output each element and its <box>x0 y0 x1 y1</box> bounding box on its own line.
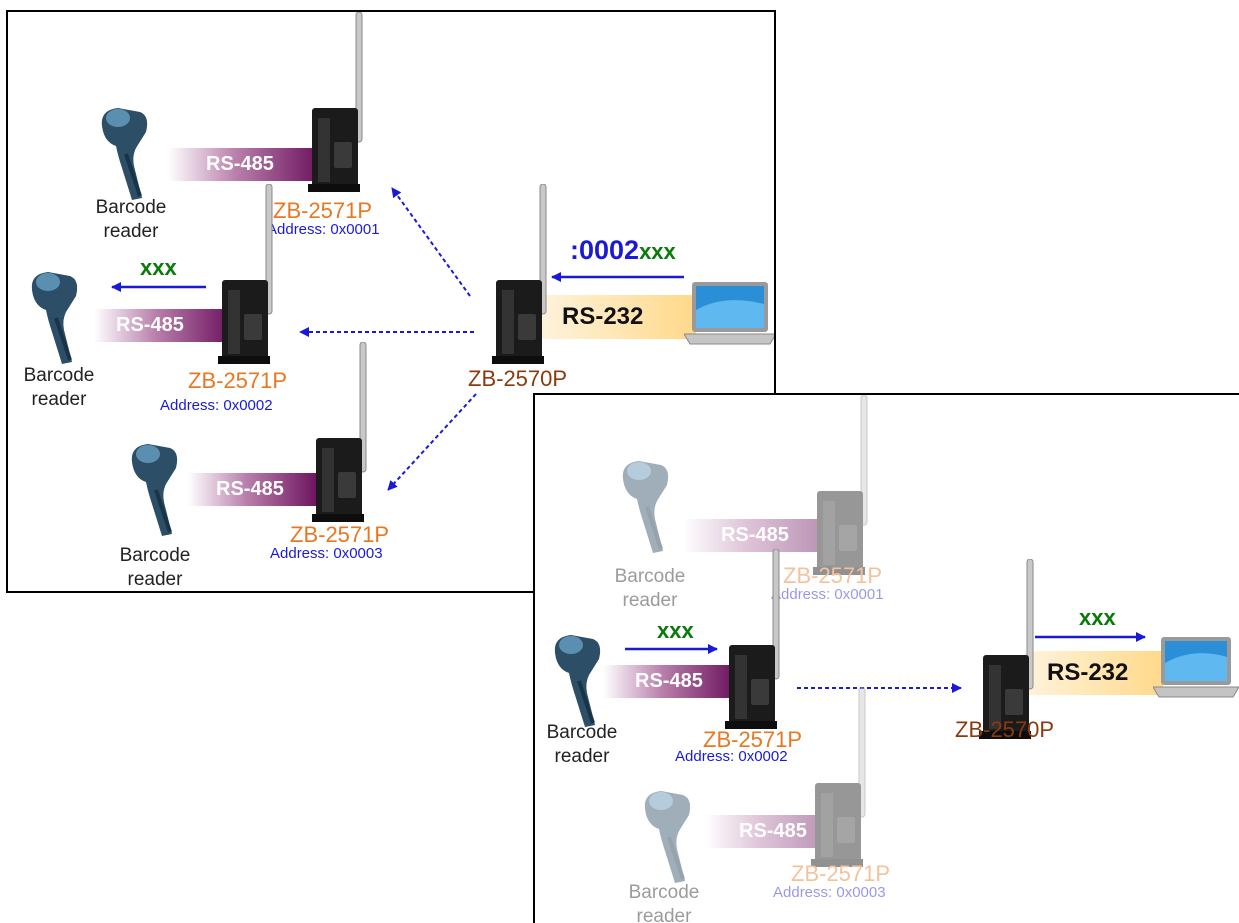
rs485-bus-node-3: RS-485 <box>705 815 823 848</box>
wireless-link-to-node-1 <box>391 187 471 297</box>
barcode-scanner-icon <box>126 440 184 545</box>
barcode-scanner-icon <box>96 104 154 209</box>
node-1-model: ZB-2571P <box>273 198 373 223</box>
radio-links-request <box>111 187 684 491</box>
rs485-bus-node-3: RS-485 <box>188 473 316 506</box>
coordinator-model: ZB-2570P <box>955 717 1055 742</box>
zigbee-module-icon <box>308 12 368 199</box>
node-2-model: ZB-2571P <box>703 727 803 752</box>
node-3-model: ZB-2571P <box>791 861 891 886</box>
rs485-bus-node-1: RS-485 <box>683 519 819 552</box>
barcode-scanner-icon <box>639 787 697 892</box>
node-2-address: Address: 0x0002 <box>675 748 788 765</box>
node-1-address: Address: 0x0001 <box>771 586 884 603</box>
zigbee-module-icon <box>813 395 873 582</box>
rs485-bus-node-2: RS-485 <box>94 309 230 342</box>
laptop-icon <box>1152 635 1239 704</box>
barcode-scanner-icon <box>26 268 84 373</box>
barcode-scanner-icon <box>549 631 607 736</box>
zigbee-module-icon <box>312 341 372 529</box>
radio-links-response <box>625 632 1146 693</box>
node-3-address: Address: 0x0003 <box>773 884 886 901</box>
payload-label-node-2: xxx <box>657 618 694 643</box>
command-address: :0002 <box>570 235 640 265</box>
coordinator-model: ZB-2570P <box>468 366 568 391</box>
node-3-model: ZB-2571P <box>290 522 390 547</box>
barcode-scanner-icon <box>617 457 675 562</box>
node-1-address: Address: 0x0001 <box>267 221 380 238</box>
node-2-address: Address: 0x0002 <box>160 397 273 414</box>
rs232-link: RS-232 <box>540 295 696 339</box>
zigbee-module-icon <box>492 183 552 371</box>
node-3-address: Address: 0x0003 <box>270 545 383 562</box>
payload-label-host: xxx <box>1079 605 1116 630</box>
zigbee-module-icon <box>218 183 278 371</box>
rs232-link: RS-232 <box>1025 651 1163 695</box>
laptop-icon <box>683 280 774 351</box>
zigbee-module-icon <box>725 548 785 736</box>
wireless-link-to-node-3 <box>387 393 477 491</box>
command-payload: xxx <box>639 239 676 264</box>
command-frame: :0002xxx <box>570 237 676 264</box>
rs485-bus-node-1: RS-485 <box>168 148 318 181</box>
node-1-model: ZB-2571P <box>783 563 883 588</box>
zigbee-module-icon <box>811 686 871 874</box>
zigbee-module-icon <box>979 558 1039 746</box>
node-2-model: ZB-2571P <box>188 368 288 393</box>
payload-label-node-2: xxx <box>140 255 177 280</box>
rs485-bus-node-2: RS-485 <box>603 665 733 698</box>
